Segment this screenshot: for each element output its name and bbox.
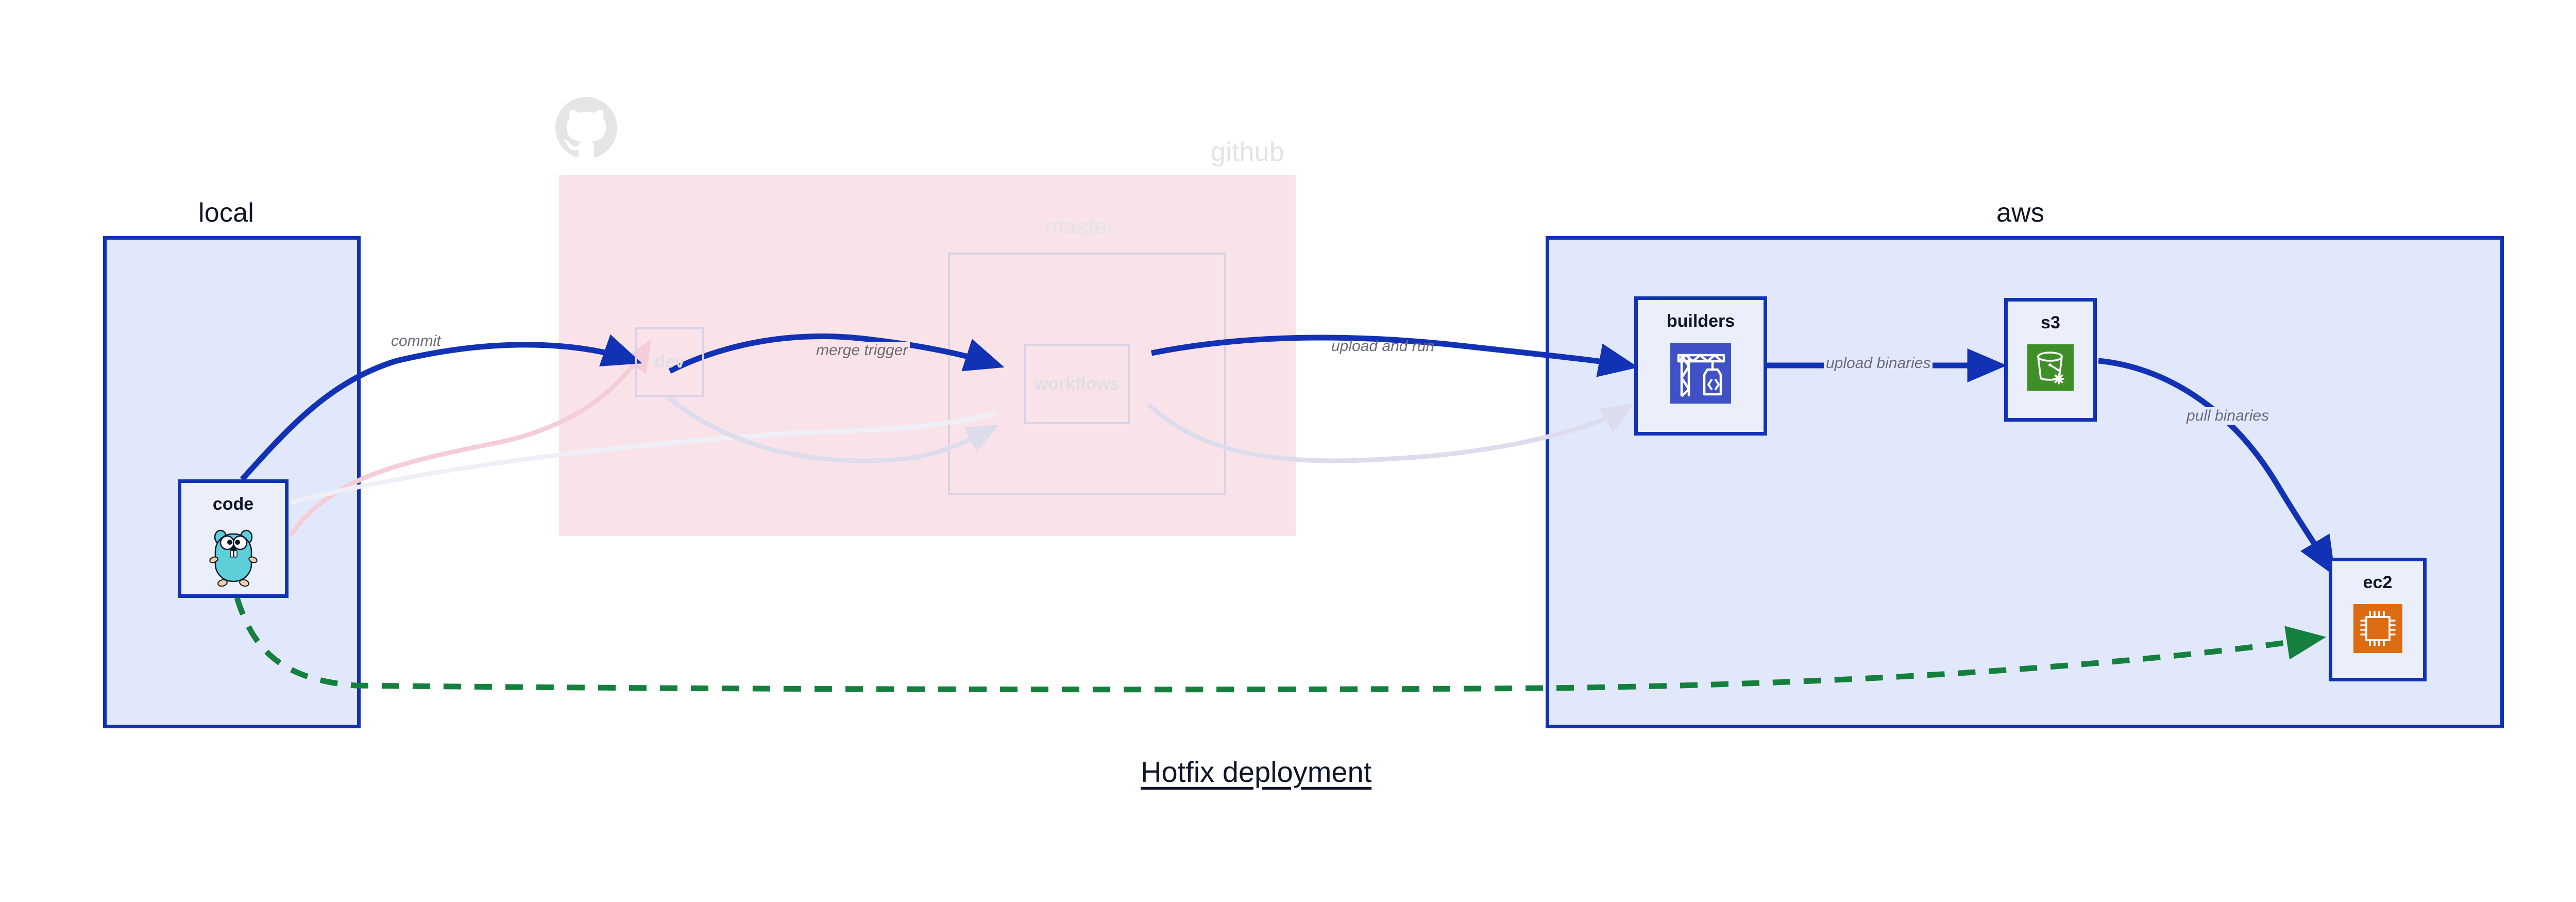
aws-ec2-icon bbox=[2353, 604, 2402, 656]
group-title-aws: aws bbox=[1996, 198, 2045, 228]
node-code[interactable]: code bbox=[178, 479, 289, 598]
node-dev-label: dev bbox=[654, 352, 685, 372]
node-workflows-label: workflows bbox=[1034, 374, 1120, 394]
edge-label-merge-trigger: merge trigger bbox=[814, 342, 910, 359]
group-master bbox=[948, 253, 1226, 495]
node-ec2[interactable]: ec2 bbox=[2329, 558, 2427, 681]
node-workflows[interactable]: workflows bbox=[1024, 344, 1130, 424]
diagram-title: Hotfix deployment bbox=[1141, 756, 1372, 788]
node-builders-label: builders bbox=[1666, 311, 1735, 331]
node-code-label: code bbox=[212, 494, 254, 514]
group-title-local: local bbox=[198, 198, 254, 228]
aws-codebuild-icon bbox=[1670, 343, 1731, 406]
node-s3-label: s3 bbox=[2041, 313, 2060, 332]
edge-label-upload-and-run: upload and run bbox=[1331, 338, 1435, 355]
edge-label-upload-binaries: upload binaries bbox=[1824, 355, 1933, 372]
github-logo-icon bbox=[555, 97, 617, 159]
group-title-github: github bbox=[1211, 137, 1284, 167]
go-gopher-icon bbox=[205, 526, 262, 590]
aws-s3-icon bbox=[2027, 344, 2074, 393]
node-dev[interactable]: dev bbox=[635, 327, 704, 397]
node-builders[interactable]: builders bbox=[1634, 296, 1767, 436]
edge-label-pull-binaries: pull binaries bbox=[2184, 407, 2272, 425]
node-ec2-label: ec2 bbox=[2363, 573, 2393, 592]
edge-label-commit: commit bbox=[391, 332, 441, 349]
group-title-master: master bbox=[1045, 214, 1115, 239]
node-s3[interactable]: s3 bbox=[2004, 298, 2097, 422]
